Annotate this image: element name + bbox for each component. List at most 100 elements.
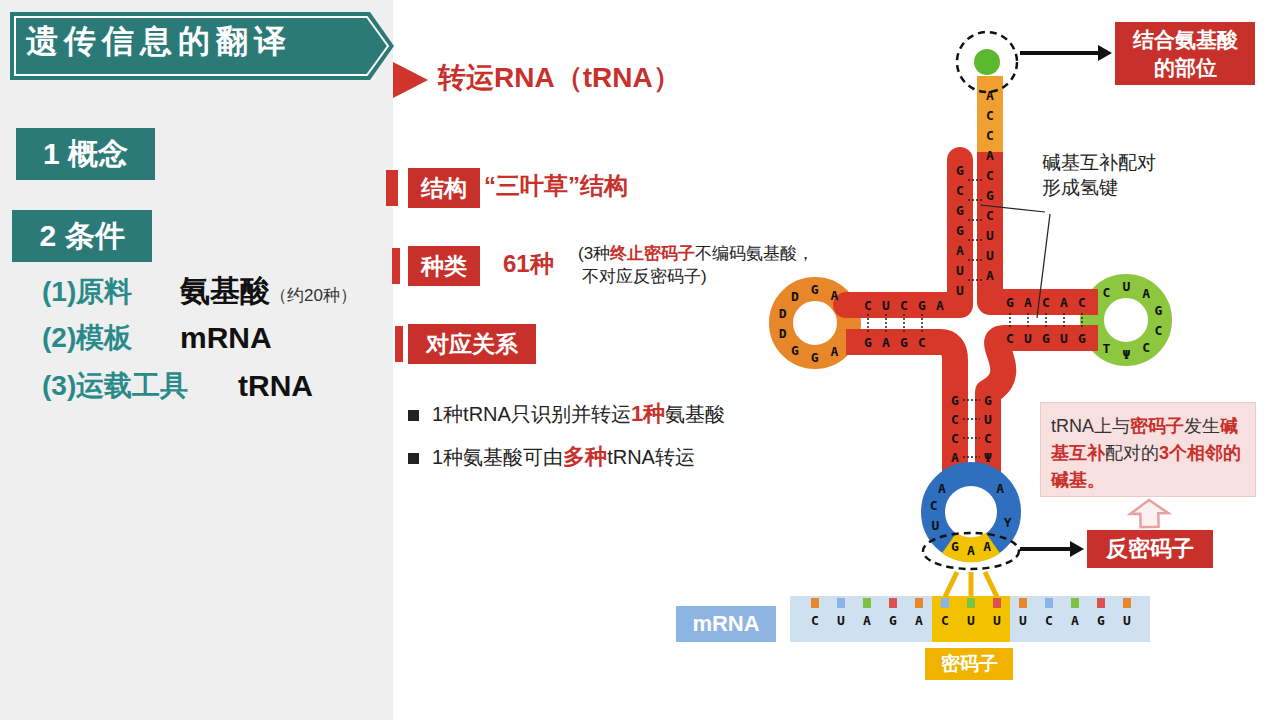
- base-letter: U: [956, 264, 964, 277]
- label-text: 不对应反密码子): [582, 267, 707, 286]
- base-letter: A: [1142, 286, 1150, 299]
- label-box: 2 条件: [12, 210, 152, 262]
- base-letter: Y: [1004, 515, 1012, 528]
- base-letter: A: [967, 544, 975, 557]
- amino-acid-site: [974, 49, 1000, 75]
- base-letter: A: [915, 614, 923, 627]
- text-line: 61种: [503, 248, 554, 279]
- bullet: [408, 453, 419, 464]
- base-letter: G: [864, 336, 872, 349]
- nucleotide-stick: [811, 598, 819, 608]
- label-text: 终止密码子: [610, 244, 695, 263]
- base-letter: U: [931, 519, 939, 532]
- base-letter: T: [1103, 341, 1111, 354]
- base-letter: C: [1142, 341, 1150, 354]
- nucleotide-stick: [837, 598, 845, 608]
- text-line: 1种tRNA只识别并转运1种氨基酸: [432, 400, 725, 429]
- text-line: tRNA: [238, 366, 313, 405]
- base-letter: U: [993, 614, 1001, 627]
- d-strand: [846, 342, 955, 480]
- base-letter: U: [956, 284, 964, 297]
- base-letter: G: [1154, 303, 1162, 316]
- label-text: (1)原料: [42, 276, 132, 307]
- box-text: 密码子: [1130, 416, 1184, 436]
- h-bond: [921, 314, 923, 333]
- base-letter: U: [882, 299, 890, 312]
- base-letter: C: [986, 209, 994, 222]
- title-text: 遗传信息的翻译: [26, 22, 292, 60]
- base-letter: G: [811, 351, 819, 364]
- base-letter: A: [986, 149, 994, 162]
- base-letter: G: [951, 394, 959, 407]
- h-bond: [963, 437, 980, 439]
- label-text: (2)模板: [42, 322, 132, 353]
- base-letter: C: [1042, 296, 1050, 309]
- base-letter: G: [1042, 332, 1050, 345]
- base-letter: G: [791, 344, 799, 357]
- base-letter: G: [811, 283, 819, 296]
- label-text: 氨基酸: [180, 274, 270, 307]
- text-line: 氨基酸（约20种）: [180, 271, 357, 310]
- label-box: 结构: [408, 168, 480, 208]
- base-letter: G: [956, 164, 964, 177]
- h-bond: [968, 239, 982, 241]
- base-letter: Ψ: [1122, 348, 1130, 361]
- base-letter: C: [900, 299, 908, 312]
- label-text: （约20种）: [270, 286, 357, 305]
- bar-mark: [392, 248, 400, 284]
- h-bond: [963, 399, 980, 401]
- bar-mark: [386, 170, 398, 206]
- label-box: tRNA上与密码子发生碱基互补配对的3个相邻的碱基。: [1040, 402, 1256, 497]
- base-letter: A: [938, 481, 946, 494]
- box-text: mRNA: [692, 611, 759, 637]
- base-letter: C: [811, 614, 819, 627]
- leader-arrow: [1020, 547, 1072, 551]
- dashed-circle: [957, 32, 1017, 92]
- base-letter: A: [882, 336, 890, 349]
- nucleotide-stick: [863, 598, 871, 608]
- base-letter: C: [918, 336, 926, 349]
- base-letter: C: [951, 413, 959, 426]
- base-letter: D: [791, 289, 799, 302]
- box-text: 发生: [1184, 416, 1220, 436]
- pairing-pin: [985, 572, 997, 597]
- base-letter: C: [951, 432, 959, 445]
- title-banner-border: [15, 17, 388, 75]
- base-letter: C: [1154, 324, 1162, 337]
- base-letter: G: [1006, 296, 1014, 309]
- acceptor-end: [977, 76, 1003, 152]
- base-letter: D: [779, 327, 787, 340]
- h-bond: [963, 418, 980, 420]
- h-bond: [1063, 313, 1065, 328]
- box-text: tRNA上与: [1051, 416, 1130, 436]
- base-letter: C: [984, 432, 992, 445]
- label-text: 61种: [503, 250, 554, 277]
- base-letter: A: [863, 614, 871, 627]
- nucleotide-stick: [1019, 598, 1027, 608]
- acceptor-strand: [846, 160, 960, 305]
- anticodon-loop: [933, 474, 1009, 550]
- base-letter: C: [986, 169, 994, 182]
- h-bond: [885, 314, 887, 333]
- label-text: 碱基互补配对 形成氢键: [1042, 151, 1156, 198]
- box-text: 1 概念: [43, 134, 128, 175]
- base-letter: G: [956, 204, 964, 217]
- base-letter: A: [996, 481, 1004, 494]
- base-letter: A: [986, 89, 994, 102]
- base-letter: D: [779, 306, 787, 319]
- base-letter: U: [984, 413, 992, 426]
- base-letter: U: [1122, 280, 1130, 293]
- nucleotide-stick: [993, 598, 1001, 608]
- text-line: (2)模板: [42, 320, 132, 356]
- nucleotide-stick: [1097, 598, 1105, 608]
- h-bond: [968, 279, 982, 281]
- h-bond: [968, 199, 982, 201]
- text-line: (3种终止密码子不编码氨基酸，: [578, 243, 814, 265]
- title-banner: [10, 12, 394, 80]
- base-letter: A: [983, 540, 991, 553]
- base-letter: U: [1019, 614, 1027, 627]
- hollow-arrow: [1130, 500, 1168, 527]
- label-text: “三叶草”结构: [484, 172, 628, 199]
- base-letter: C: [1006, 332, 1014, 345]
